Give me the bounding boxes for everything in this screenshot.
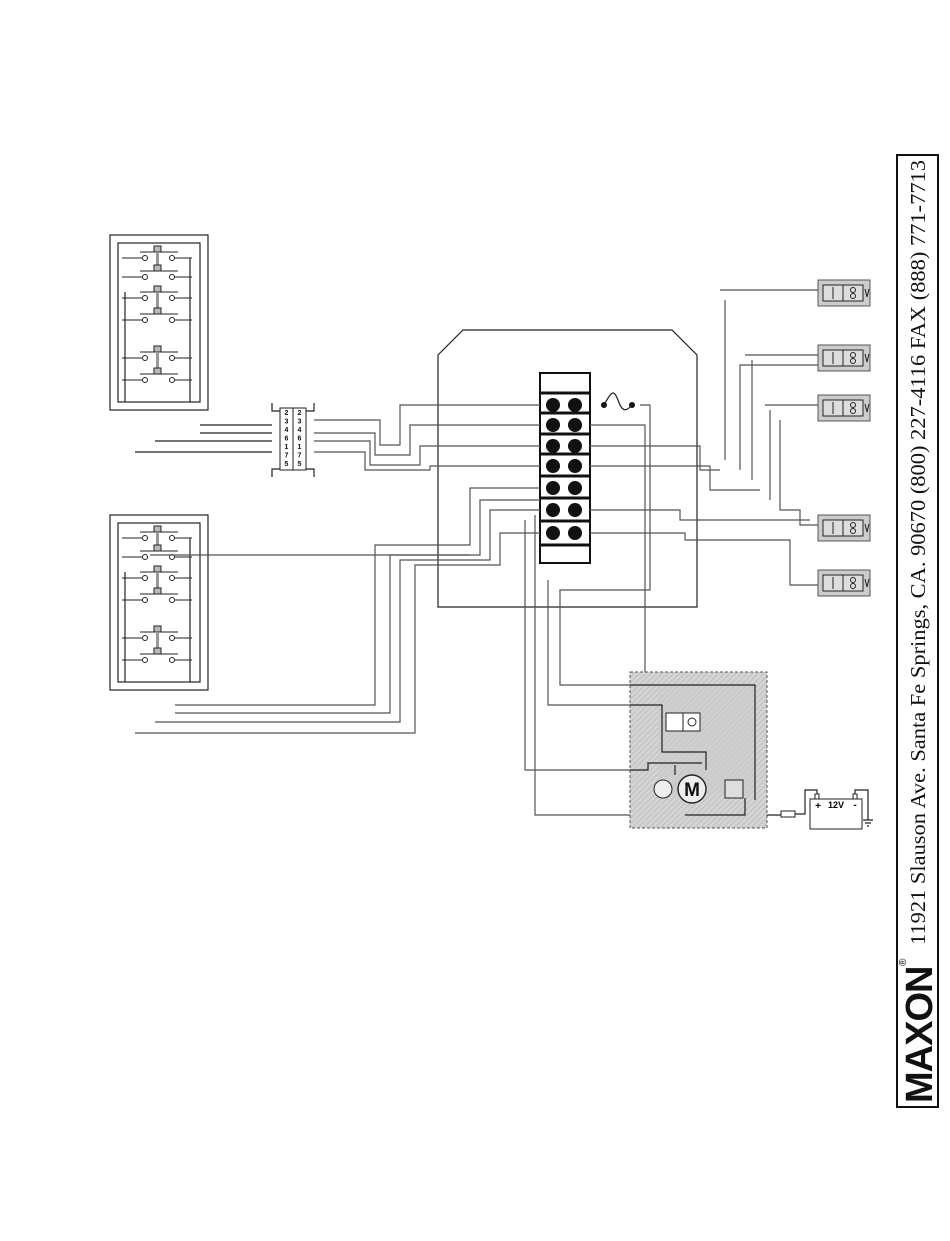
fuse-icon: [601, 392, 635, 411]
push-switch: [122, 245, 192, 280]
connector-pin: 1: [298, 444, 302, 451]
push-switch: [122, 565, 192, 603]
terminal-screw: [568, 481, 582, 495]
connector-pin: 1: [285, 444, 289, 451]
push-switch: [122, 525, 192, 560]
terminal-screw: [568, 439, 582, 453]
terminal-screw: [568, 398, 582, 412]
svg-text:-: -: [853, 800, 856, 811]
solenoid-valve: [817, 344, 871, 372]
switch-box-top: [109, 234, 209, 411]
connector-pin: 7: [285, 453, 289, 460]
pump-reservoir: [653, 779, 673, 799]
switch-box-bottom: [109, 514, 209, 691]
push-switch: [122, 345, 192, 383]
connector-pin: 5: [285, 461, 289, 468]
terminal-screw: [568, 459, 582, 473]
connector-pin: 2: [298, 410, 302, 417]
terminal-block: [539, 372, 591, 564]
connector-pin: 5: [298, 461, 302, 468]
terminal-screw: [546, 418, 560, 432]
svg-text:12V: 12V: [828, 800, 844, 810]
terminal-screw: [546, 398, 560, 412]
solenoid-switch: [724, 779, 744, 799]
svg-text:+: +: [815, 801, 821, 812]
solenoid-valve: [817, 394, 871, 422]
terminal-screw: [546, 526, 560, 540]
svg-text:M: M: [684, 780, 700, 801]
terminal-screw: [568, 503, 582, 517]
solenoid-valve: [817, 514, 871, 542]
terminal-screw: [568, 526, 582, 540]
terminal-screw: [568, 418, 582, 432]
footer-box: [896, 154, 939, 1108]
connector-pin: 2: [285, 410, 289, 417]
svg-text:®: ®: [898, 958, 909, 966]
battery: + 12V -: [795, 789, 873, 830]
pump-unit: M: [629, 671, 790, 829]
brand-logo: MAXON: [899, 967, 941, 1103]
connector-pin: 4: [285, 427, 289, 434]
pump-valve: [665, 712, 701, 732]
connector-pin: 7: [298, 453, 302, 460]
control-box: [437, 329, 698, 608]
terminal-screw: [546, 459, 560, 473]
solenoid-valve: [817, 569, 871, 597]
push-switch: [122, 285, 192, 323]
push-switch: [122, 625, 192, 663]
motor: M: [677, 774, 707, 804]
inline-fuse: [780, 810, 796, 818]
footer-address: 11921 Slauson Ave. Santa Fe Springs, CA.…: [906, 160, 930, 945]
solenoid-valve: [817, 279, 871, 307]
terminal-screw: [546, 439, 560, 453]
wires: [135, 289, 818, 816]
connector-pin: 4: [298, 427, 302, 434]
connector-pin: 3: [298, 419, 302, 426]
terminal-screw: [546, 503, 560, 517]
connector-pin: 6: [298, 436, 302, 443]
terminal-screw: [546, 481, 560, 495]
connector-pin: 6: [285, 436, 289, 443]
connector-pin: 3: [285, 419, 289, 426]
ground-icon: [863, 819, 873, 827]
